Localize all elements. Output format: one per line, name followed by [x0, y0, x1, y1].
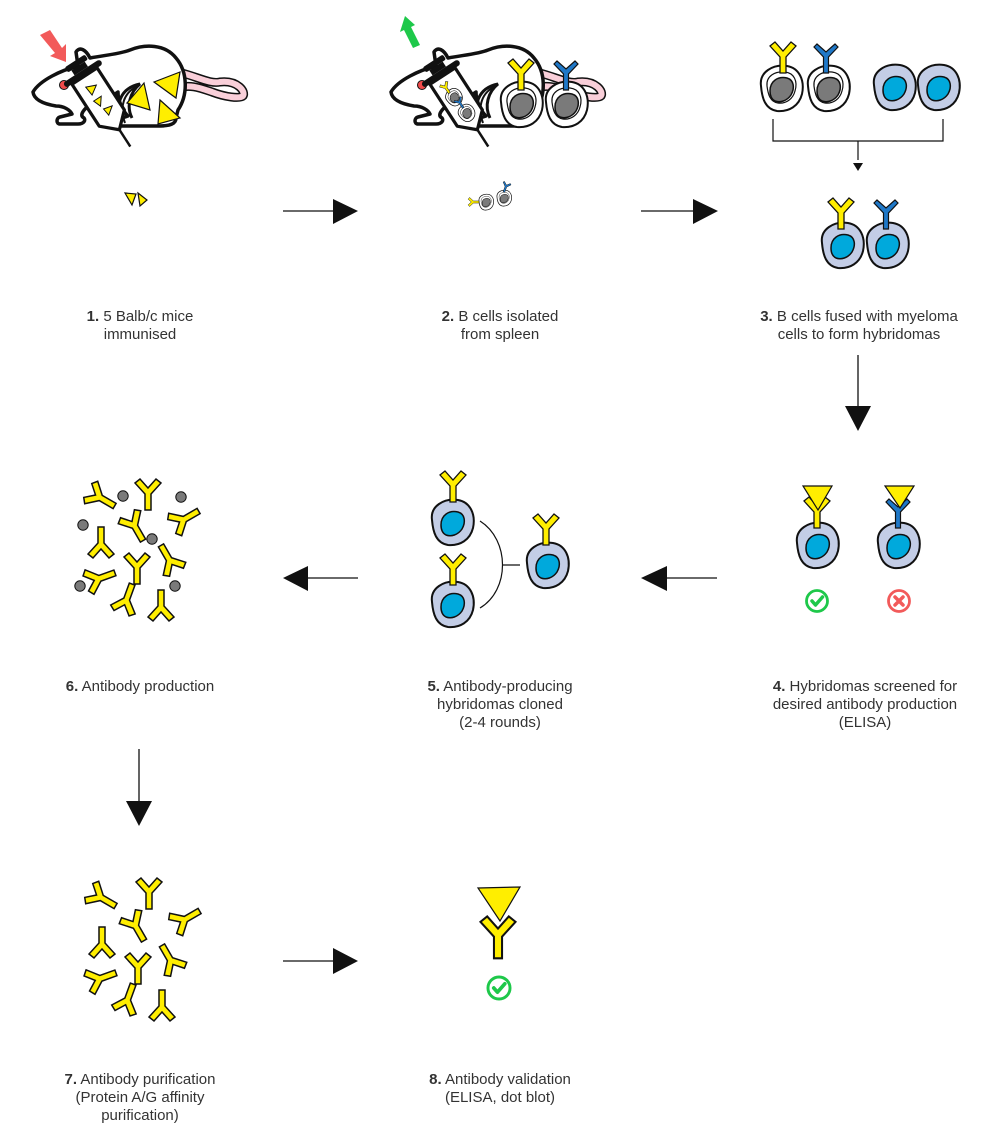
hybridoma-clone	[525, 513, 570, 590]
b-cell-in-mouse-blue	[496, 180, 512, 207]
step-5-illustration	[430, 470, 570, 629]
b-cell-in-mouse-yellow	[467, 193, 494, 211]
arrow-5-to-6	[283, 566, 358, 591]
step-7-illustration	[81, 877, 207, 1022]
step-7-caption: 7. Antibody purification (Protein A/G af…	[64, 1071, 216, 1124]
step-number: 6.	[65, 678, 79, 695]
arrow-3-to-4	[845, 355, 871, 431]
step-1-caption: 1. 5 Balb/c mice immunised	[86, 308, 194, 343]
myeloma-cell	[916, 63, 961, 112]
step-3-caption: 3. B cells fused with myeloma cells to f…	[760, 308, 958, 343]
step-8-caption: 8. Antibody validation (ELISA, dot blot)	[429, 1071, 571, 1106]
step-number: 2.	[441, 308, 455, 325]
fusion-arrow-head	[853, 163, 863, 171]
antigen-icon	[476, 886, 522, 923]
hybridoma-positive	[795, 485, 840, 570]
step-6-caption: 6. Antibody production	[65, 678, 215, 695]
antigen-icon	[801, 485, 834, 512]
arrow-6-to-7	[126, 749, 152, 826]
step-4-illustration	[795, 485, 921, 614]
step-1-illustration	[33, 30, 244, 208]
step-number: 7.	[64, 1071, 78, 1088]
hybridoma-clone	[430, 470, 475, 547]
hybridoma-negative	[876, 485, 921, 570]
purified-antibodies	[81, 877, 207, 1022]
arrow-1-to-2	[283, 199, 358, 224]
arrow-7-to-8	[283, 948, 358, 974]
step-2-illustration	[391, 16, 602, 211]
step-4-caption: 4. Hybridomas screened for desired antib…	[772, 678, 958, 731]
syringe-icon	[54, 47, 151, 161]
arrow-4-to-5	[641, 566, 717, 591]
flow-arrows	[126, 199, 871, 974]
hybridoma-yellow	[820, 197, 865, 270]
hybridoma-blue	[865, 199, 910, 270]
step-5-caption: 5. Antibody-producing hybridomas cloned …	[427, 678, 573, 731]
cloning-bracket	[479, 520, 520, 609]
step-8-illustration	[476, 886, 522, 1001]
check-icon	[486, 975, 512, 1001]
step-6-illustration	[74, 478, 206, 622]
step-number: 8.	[429, 1071, 442, 1088]
antigen-icon	[123, 71, 182, 208]
step-number: 3.	[760, 308, 773, 325]
step-3-illustration	[759, 41, 961, 270]
step-number: 5.	[427, 678, 440, 695]
b-cell-blue	[806, 43, 851, 113]
check-icon	[804, 588, 830, 614]
step-number: 4.	[772, 678, 786, 695]
cross-icon	[886, 588, 912, 614]
extraction-arrow-icon	[400, 16, 420, 48]
antigen-icon	[883, 485, 916, 510]
arrow-2-to-3	[641, 199, 718, 224]
injection-arrow-icon	[40, 30, 66, 62]
b-cell-yellow	[759, 41, 804, 113]
step-2-caption: 2. B cells isolated from spleen	[441, 308, 559, 343]
myeloma-cell	[872, 63, 917, 112]
antibody-mixture	[80, 478, 206, 622]
hybridoma-clone	[430, 553, 475, 629]
step-number: 1.	[86, 308, 100, 325]
fusion-connector	[772, 119, 944, 160]
